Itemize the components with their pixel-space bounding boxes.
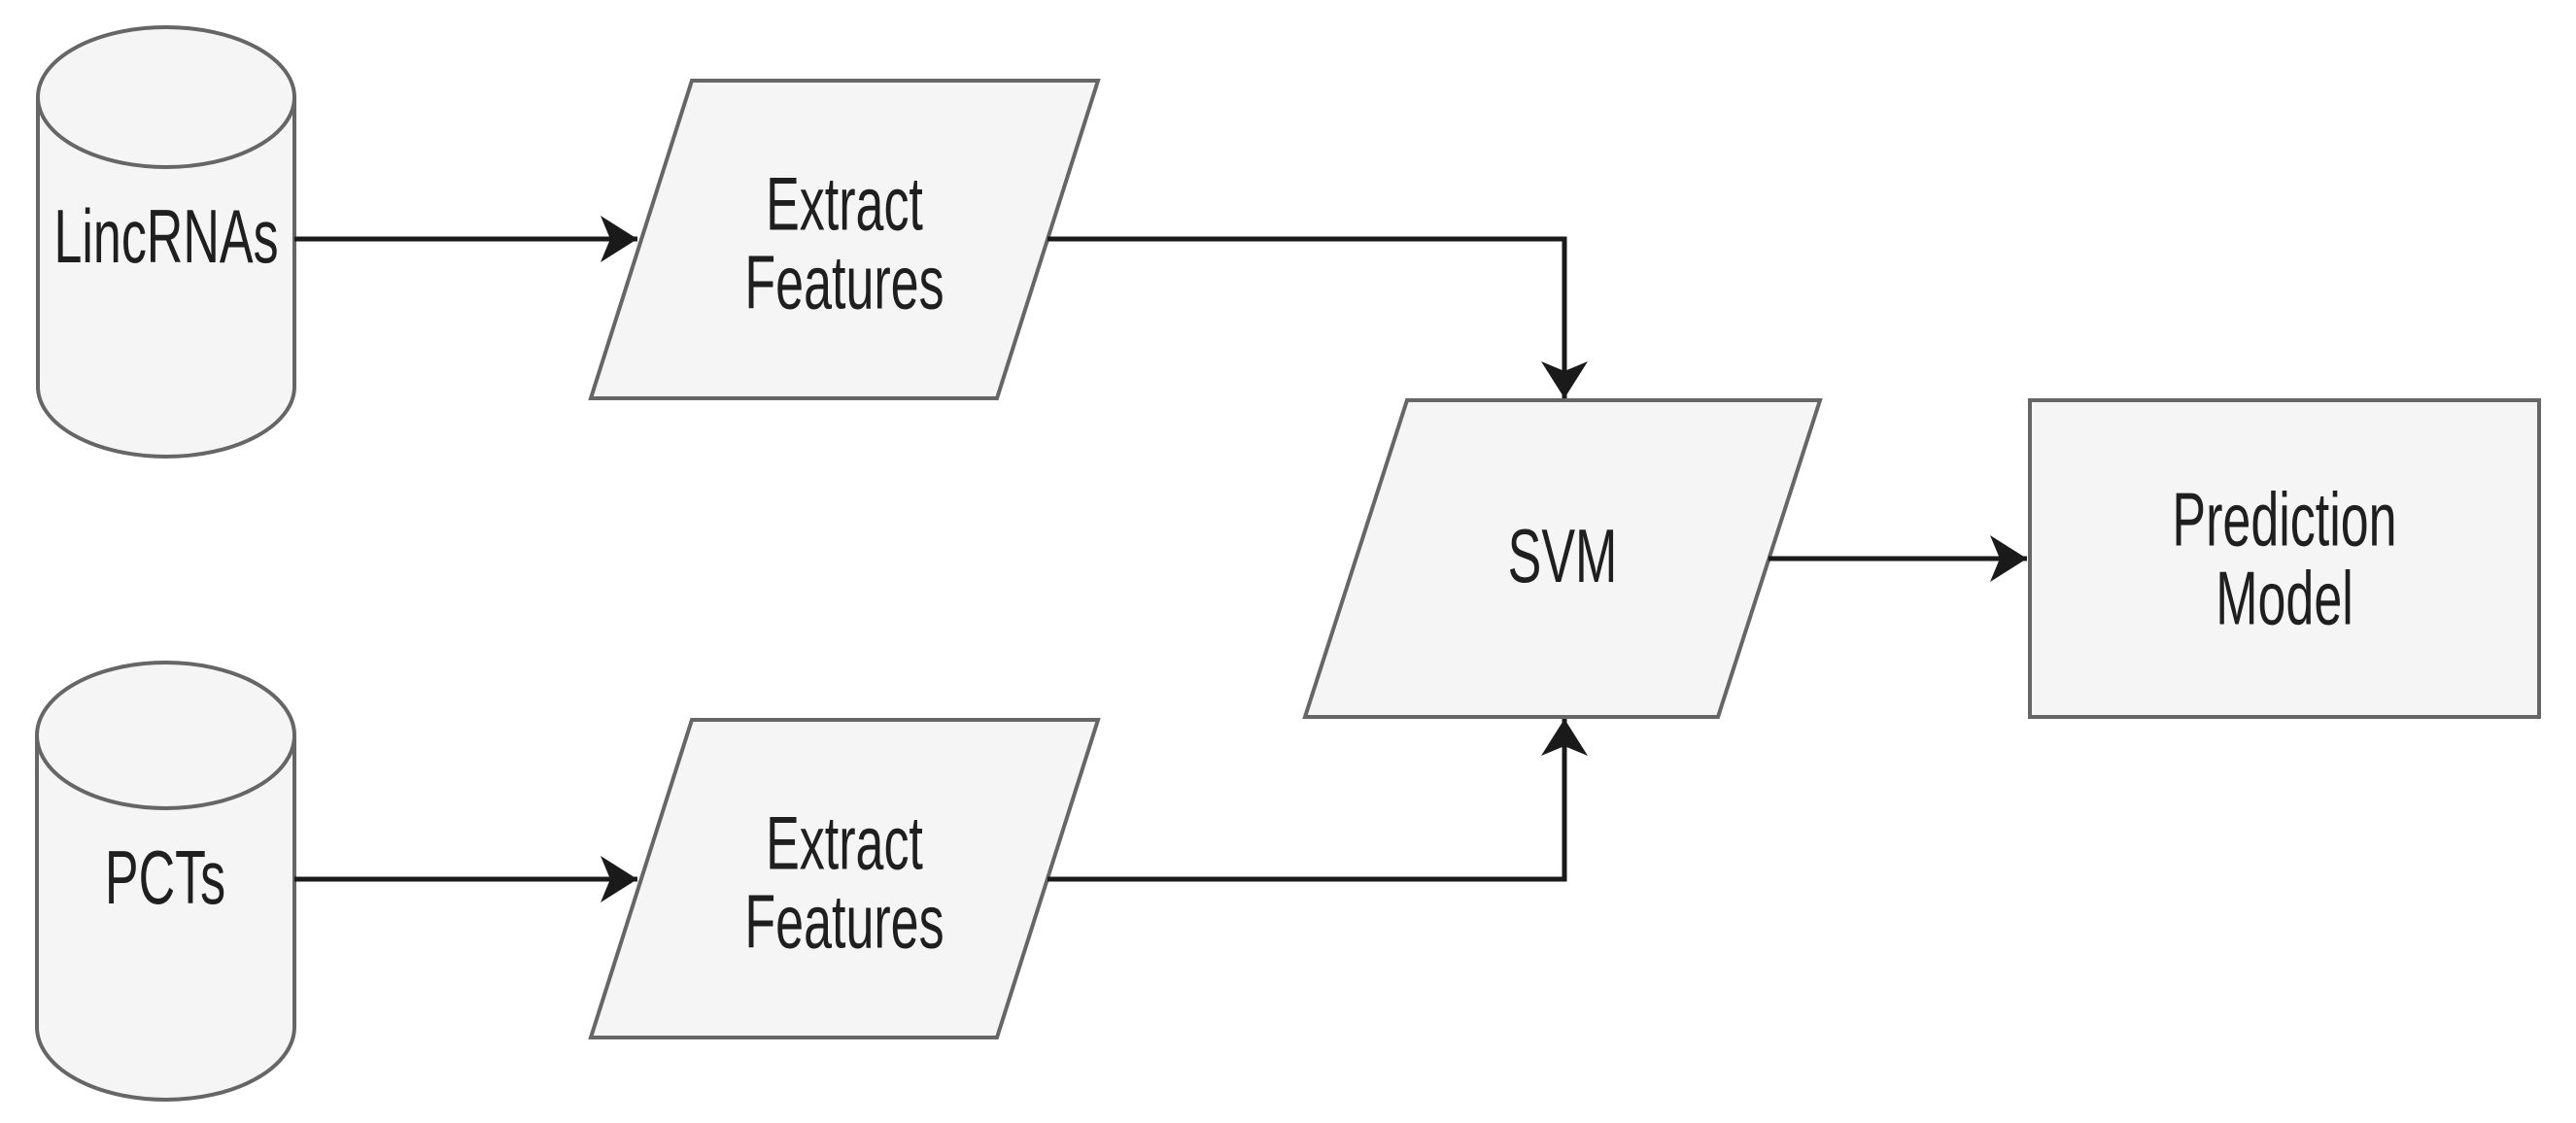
rectangle-shape — [2028, 398, 2541, 719]
database-cylinder-shape — [35, 661, 296, 1102]
connector-line — [1048, 236, 1588, 398]
edge-extract-features-bottom-to-svm — [1048, 719, 1588, 882]
node-lincrnas-database: LincRNAs — [36, 25, 296, 459]
edge-extract-features-top-to-svm — [1048, 236, 1588, 398]
process-parallelogram-shape — [588, 718, 1101, 1039]
cylinder-rim — [36, 96, 296, 169]
node-svm-classifier: SVM — [1302, 398, 1823, 719]
node-label: PCTs — [105, 836, 225, 921]
process-parallelogram-shape — [588, 79, 1101, 400]
node-pcts-database: PCTs — [35, 661, 296, 1102]
node-label: SVM — [1508, 515, 1618, 599]
connector-line — [1048, 719, 1588, 882]
node-label: LincRNAs — [53, 195, 278, 280]
process-parallelogram-shape — [1302, 398, 1823, 719]
database-cylinder-shape — [36, 25, 296, 459]
cylinder-rim — [35, 734, 296, 810]
